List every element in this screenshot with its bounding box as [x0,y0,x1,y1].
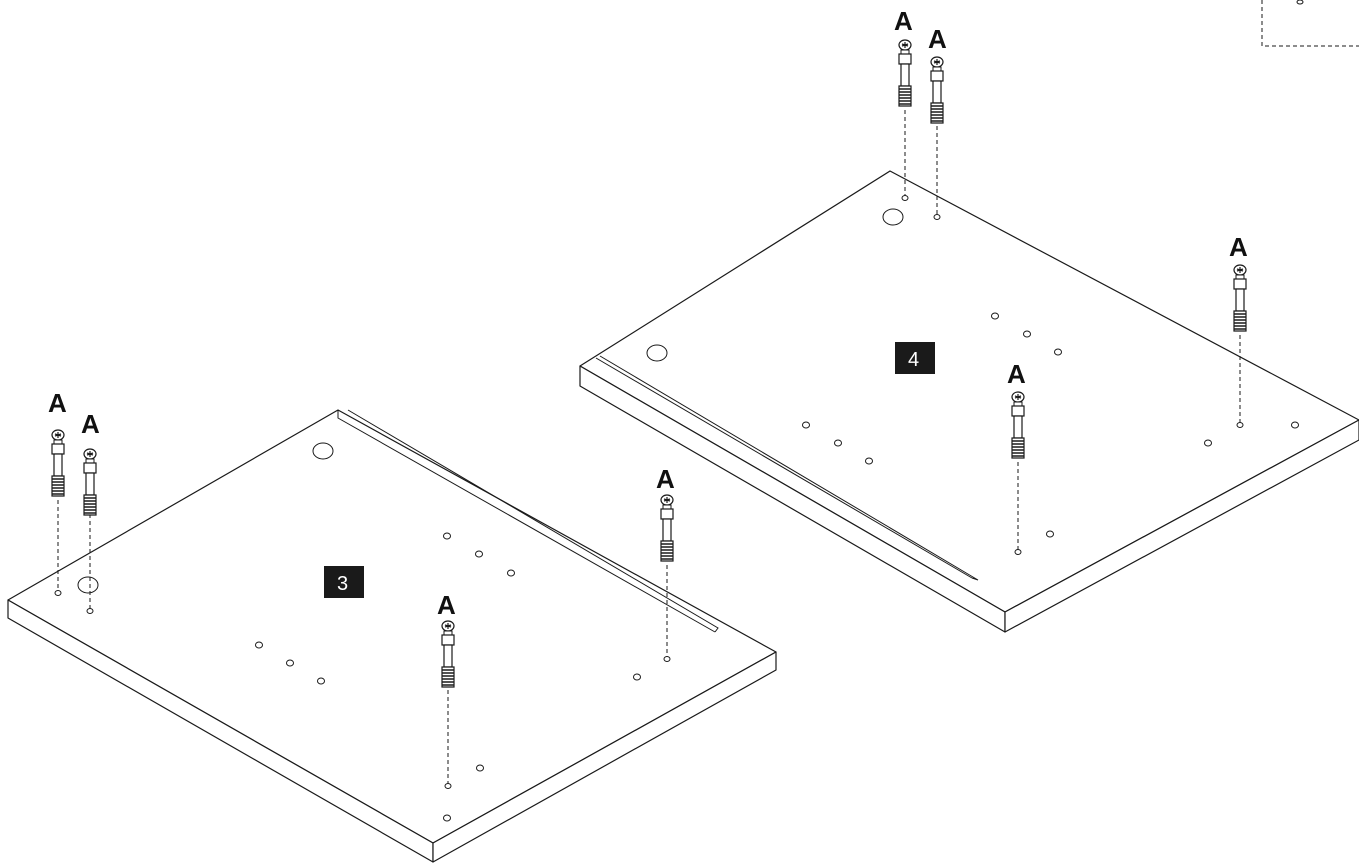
cam-dowel-icon [84,449,96,515]
panel-4: A A A A 4 [580,6,1359,632]
dowel-label: A [928,24,947,54]
dowel-label: A [1229,232,1248,262]
dowel-label: A [656,464,675,494]
cam-dowel-icon [899,40,911,106]
detail-callout-hole [1297,0,1303,4]
panel-number: 3 [337,573,348,595]
cam-dowel-icon [52,430,64,496]
cam-dowel-icon [1012,392,1024,458]
cam-dowel-icon [1234,265,1246,331]
panel-3: A A A A 3 [8,388,776,862]
cam-dowel-icon [442,621,454,687]
dowel-label: A [437,590,456,620]
dowel-label: A [1007,359,1026,389]
dowel-label: A [894,6,913,36]
detail-callout-frame [1262,0,1359,46]
cam-dowel-icon [931,57,943,123]
panel-number: 4 [908,349,919,371]
cam-dowel-icon [661,495,673,561]
dowel-label: A [48,388,67,418]
dowel-label: A [81,409,100,439]
